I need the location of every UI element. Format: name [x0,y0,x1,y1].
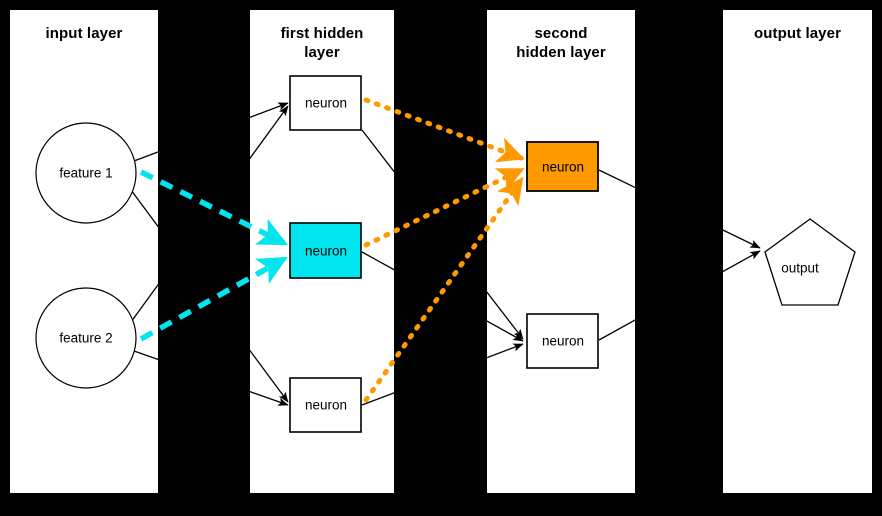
panel-title-second-hidden-layer-line2: hidden layer [516,44,606,61]
node-label-hidden1-bottom: neuron [304,397,348,413]
panel-input-layer: input layer [10,10,158,493]
panel-title-first-hidden-layer-line1: first hidden [280,25,364,42]
node-label-output: output [781,260,819,276]
panel-second-hidden-layer: second hidden layer [487,10,635,493]
panel-title-output-layer: output layer [753,25,842,42]
panel-title-second-hidden-layer-line1: second [534,25,588,42]
panel-output-layer: output layer [723,10,872,493]
node-label-hidden2-bottom: neuron [541,333,585,349]
node-label-feature-1: feature 1 [59,165,113,181]
edges-black [130,102,761,406]
panel-title-second-hidden-layer: second hidden layer [487,24,635,62]
panel-title-first-hidden-layer: first hidden layer [250,24,394,62]
node-label-hidden1-middle: neuron [304,243,348,259]
panel-title-first-hidden-layer-line2: layer [304,44,340,61]
node-label-feature-2: feature 2 [59,330,113,346]
panel-title-input-layer: input layer [45,25,123,42]
node-label-hidden1-top: neuron [304,95,348,111]
node-label-hidden2-top: neuron [541,159,585,175]
